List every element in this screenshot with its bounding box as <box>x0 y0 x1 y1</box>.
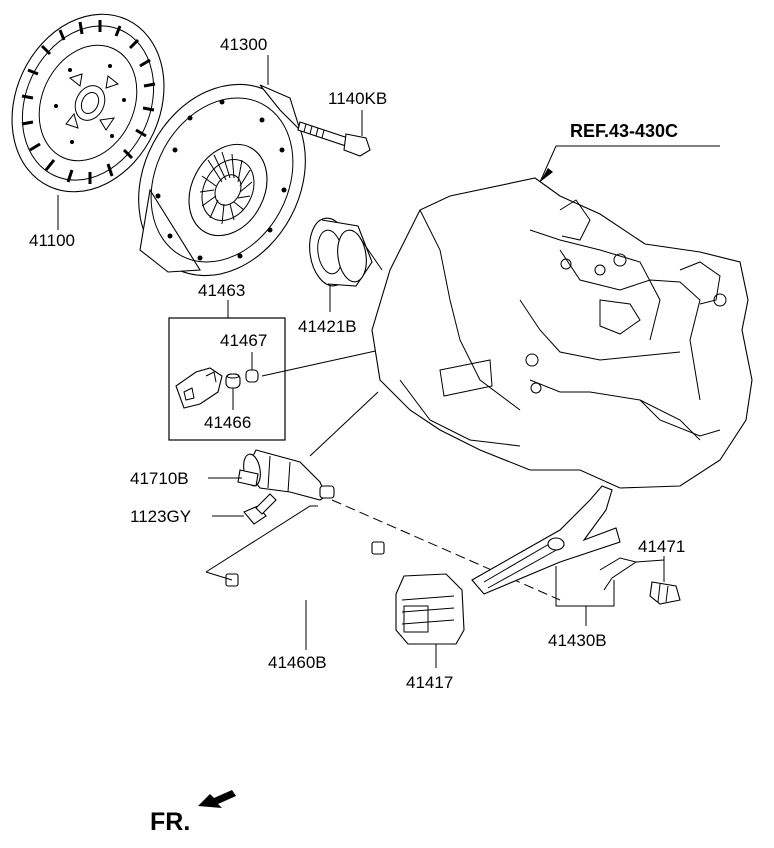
label-41460B: 41460B <box>268 653 327 672</box>
bolt-1123GY <box>243 493 277 525</box>
boot-41417 <box>395 573 465 645</box>
release-bearing-41421B <box>309 217 383 287</box>
release-cylinder-41710B <box>237 449 335 501</box>
center-line <box>331 499 561 601</box>
cap-41467 <box>245 369 259 383</box>
ref-arrow <box>540 168 553 182</box>
kit-41463-box <box>168 317 286 441</box>
fork-41430B <box>471 485 621 595</box>
leader-ref <box>539 145 720 183</box>
pressure-plate-41300 <box>138 83 306 277</box>
label-41471: 41471 <box>638 537 686 556</box>
label-41421B: 41421B <box>298 317 357 336</box>
label-41710B: 41710B <box>130 469 189 488</box>
bolt-1140KB <box>297 121 371 157</box>
label-1140KB: 1140KB <box>328 89 388 108</box>
leader-41463-to-housing <box>261 349 381 377</box>
label-1123GY: 1123GY <box>130 507 192 526</box>
leader-41430B-bracket <box>555 566 615 607</box>
bushing-41466 <box>225 373 241 389</box>
label-41100: 41100 <box>29 231 76 250</box>
label-41417: 41417 <box>406 673 454 692</box>
label-41430B: 41430B <box>548 631 607 650</box>
bracket-41463 <box>175 367 223 409</box>
label-41463: 41463 <box>198 281 246 300</box>
label-41467: 41467 <box>220 331 268 350</box>
hose-41460B <box>225 538 385 606</box>
transmission-housing <box>371 177 753 489</box>
leader-41471-clip <box>635 559 665 563</box>
leader-hose-end <box>205 571 233 581</box>
leader-hose-bracket <box>205 505 318 573</box>
ref-label: REF.43-430C <box>570 121 679 141</box>
clutch-disc-41100 <box>11 13 165 193</box>
front-arrow-icon <box>198 790 236 808</box>
label-41466: 41466 <box>204 413 252 432</box>
spring-clip-41471 <box>599 557 681 605</box>
front-label: FR. <box>150 808 191 836</box>
label-41300: 41300 <box>220 35 268 54</box>
leader-cylinder-housing <box>309 391 379 457</box>
